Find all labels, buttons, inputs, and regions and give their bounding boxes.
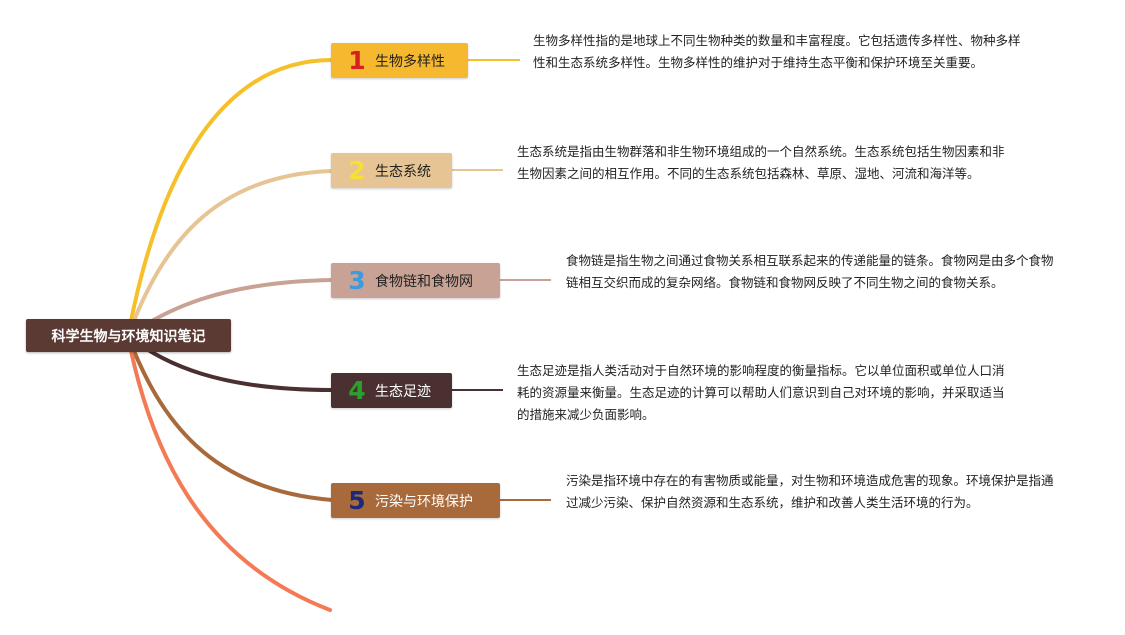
- topic-title-1: 生物多样性: [375, 53, 445, 70]
- branch-line-1: [126, 58, 334, 338]
- topic-2[interactable]: 2 生态系统: [331, 153, 452, 188]
- topic-title-5: 污染与环境保护: [375, 493, 473, 510]
- branch-line-extra: [126, 334, 332, 612]
- branch-line-2: [126, 169, 334, 338]
- topic-number-2: 2: [348, 156, 366, 185]
- topic-description-5: 污染是指环境中存在的有害物质或能量，对生物和环境造成危害的现象。环境保护是指通过…: [566, 473, 1054, 510]
- topic-number-1: 1: [348, 46, 366, 75]
- topic-1[interactable]: 1 生物多样性: [331, 43, 468, 78]
- topic-title-4: 生态足迹: [375, 383, 431, 400]
- topic-title-3: 食物链和食物网: [375, 273, 473, 290]
- topic-description-2: 生态系统是指由生物群落和非生物环境组成的一个自然系统。生态系统包括生物因素和非生…: [517, 144, 1005, 181]
- branch-line-5: [126, 334, 334, 502]
- topic-description-1: 生物多样性指的是地球上不同生物种类的数量和丰富程度。它包括遗传多样性、物种多样性…: [533, 33, 1021, 70]
- topic-5[interactable]: 5 污染与环境保护: [331, 483, 500, 518]
- topic-number-4: 4: [348, 376, 366, 405]
- topic-title-2: 生态系统: [375, 163, 431, 180]
- topic-number-3: 3: [348, 266, 366, 295]
- topic-description-3: 食物链是指生物之间通过食物关系相互联系起来的传递能量的链条。食物网是由多个食物链…: [566, 253, 1054, 290]
- topic-4[interactable]: 4 生态足迹: [331, 373, 452, 408]
- topic-3[interactable]: 3 食物链和食物网: [331, 263, 500, 298]
- topic-description-4: 生态足迹是指人类活动对于自然环境的影响程度的衡量指标。它以单位面积或单位人口消耗…: [517, 363, 1005, 422]
- topic-number-5: 5: [348, 486, 366, 515]
- root-topic[interactable]: 科学生物与环境知识笔记: [26, 319, 231, 352]
